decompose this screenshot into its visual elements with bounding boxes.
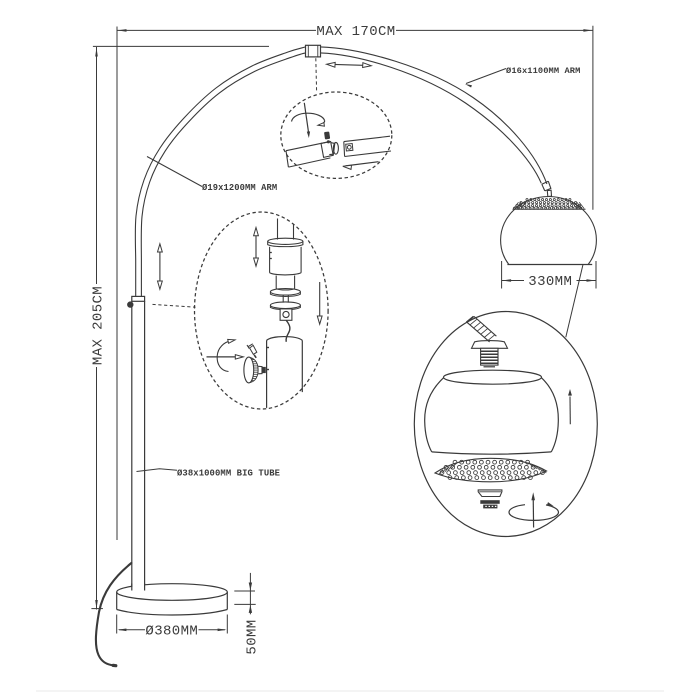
svg-text:MAX 170CM: MAX 170CM [316, 24, 395, 40]
svg-text:330MM: 330MM [528, 274, 572, 290]
svg-text:MAX 205CM: MAX 205CM [91, 286, 107, 365]
svg-text:Ø19x1200MM ARM: Ø19x1200MM ARM [202, 183, 277, 193]
svg-text:Ø38x1000MM BIG TUBE: Ø38x1000MM BIG TUBE [177, 468, 280, 478]
svg-text:Ø380MM: Ø380MM [145, 624, 198, 640]
svg-text:50MM: 50MM [245, 619, 261, 654]
svg-text:Ø16x1100MM ARM: Ø16x1100MM ARM [506, 66, 580, 76]
